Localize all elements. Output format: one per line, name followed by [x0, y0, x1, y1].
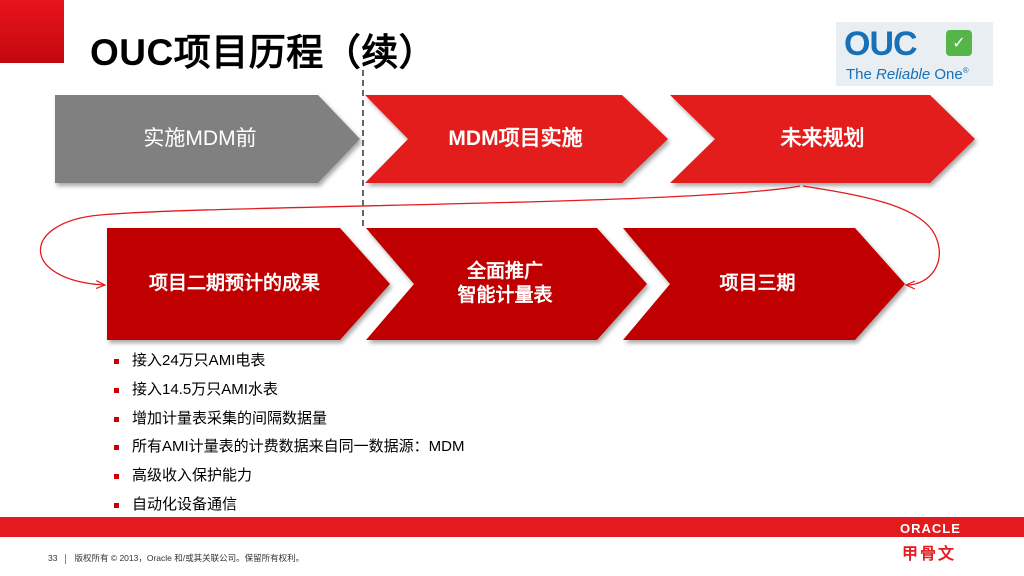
footer-divider: [65, 553, 67, 564]
phase-mdm-implementation: [365, 95, 668, 183]
list-item: 高级收入保护能力: [112, 462, 465, 491]
phase-label-before: 实施MDM前: [143, 126, 257, 150]
page-title: OUC项目历程（续）: [90, 32, 437, 73]
oracle-logo: ORACLE: [900, 521, 961, 536]
step-label-phase-three: 项目三期: [719, 273, 796, 295]
phase-before-mdm: [55, 95, 360, 183]
connector-arrow-right: [802, 185, 940, 285]
results-list: 接入24万只AMI电表 接入14.5万只AMI水表 增加计量表采集的间隔数据量 …: [112, 347, 465, 520]
copyright: 版权所有 © 2013，Oracle 和/或其关联公司。保留所有权利。: [74, 553, 305, 563]
phase-label-mdm: MDM项目实施: [448, 126, 583, 150]
footer: 33 版权所有 © 2013，Oracle 和/或其关联公司。保留所有权利。: [48, 552, 304, 564]
footer-bar: [0, 517, 1024, 537]
ouc-logo-brand: OUC: [844, 25, 918, 63]
oracle-logo-cn: 甲骨文: [902, 546, 957, 563]
step-phase-two-results: [107, 228, 390, 340]
list-item: 增加计量表采集的间隔数据量: [112, 405, 465, 434]
list-item: 自动化设备通信: [112, 491, 465, 520]
step-phase-three: [623, 228, 905, 340]
step-label-phase-two: 项目二期预计的成果: [148, 273, 320, 295]
timeline-divider: [362, 70, 364, 226]
phase-label-future: 未来规划: [780, 126, 865, 150]
page-number: 33: [48, 553, 58, 563]
phase-future-planning: [670, 95, 975, 183]
ouc-logo: OUC ✓ The Reliable One®: [836, 22, 993, 86]
corner-accent: [0, 0, 64, 63]
list-item: 接入24万只AMI电表: [112, 347, 465, 376]
ouc-logo-tagline: The Reliable One®: [846, 66, 969, 83]
list-item: 所有AMI计量表的计费数据来自同一数据源：MDM: [112, 433, 465, 462]
connector-arrow-left: [40, 185, 801, 285]
list-item: 接入14.5万只AMI水表: [112, 376, 465, 405]
step-label-full-rollout: 全面推广智能计量表: [457, 261, 553, 306]
step-full-rollout: [366, 228, 647, 340]
bulb-icon: ✓: [946, 30, 972, 56]
